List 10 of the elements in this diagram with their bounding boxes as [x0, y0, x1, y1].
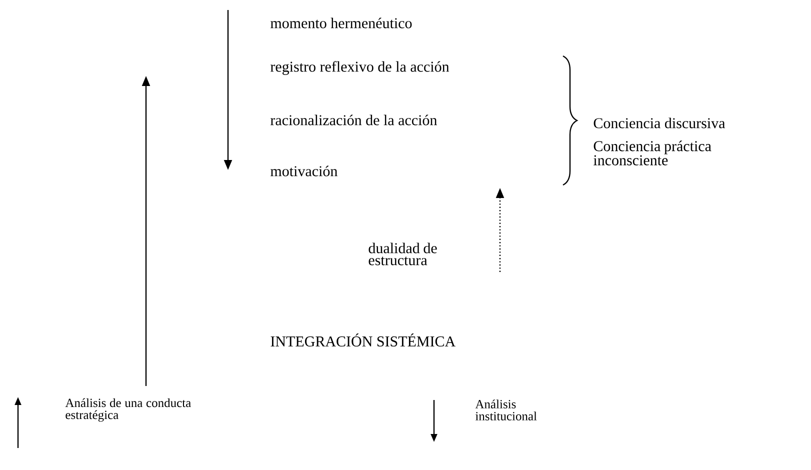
analysis-label: Análisis institucional — [475, 400, 537, 420]
stage-label: racionalización de la acción — [270, 114, 437, 126]
analysis-label: Análisis de una conducta estratégica — [65, 398, 191, 422]
consciousness-label: Conciencia discursiva — [594, 118, 726, 128]
duality-label: dualidad de estructura — [368, 242, 437, 266]
consciousness-label: Conciencia práctica inconsciente — [594, 140, 712, 166]
stage-label: motivación — [270, 166, 338, 176]
integration-label: INTEGRACIÓN SISTÉMICA — [270, 333, 456, 346]
stage-label: registro reflexivo de la acción — [270, 61, 450, 75]
stage-label: momento hermenéutico — [270, 18, 412, 28]
